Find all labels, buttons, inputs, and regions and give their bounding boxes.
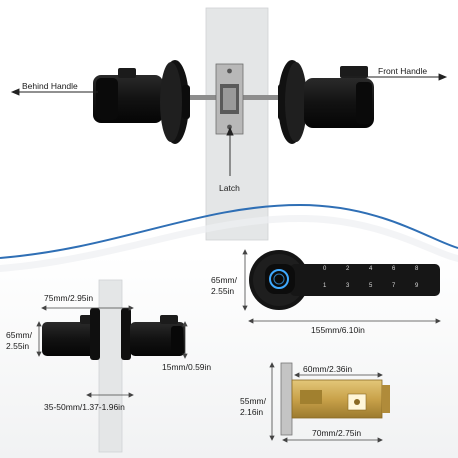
side-view-door: [98, 279, 123, 453]
keypad-key: 3: [346, 283, 350, 289]
behind-handle-label: Behind Handle: [22, 81, 78, 91]
side-view-dimension-lines: [36, 305, 188, 398]
front-handle: [278, 60, 374, 144]
latch-height-label-line1: 55mm/: [240, 396, 266, 406]
fingerprint-sensor-icon: [269, 269, 289, 289]
door-thickness-label: 35-50mm/1.37-1.96in: [44, 402, 125, 412]
side-length-label: 75mm/2.95in: [44, 293, 94, 303]
front-length-label: 155mm/6.10in: [311, 325, 365, 335]
latch-length-label: 70mm/2.75in: [312, 428, 362, 438]
front-handle-label: Front Handle: [378, 66, 428, 76]
side-view-handles: [42, 308, 185, 360]
front-height-label-line2: 2.55in: [211, 286, 235, 296]
side-height-label-line2: 2.55in: [6, 341, 30, 351]
keypad-key: 9: [415, 283, 419, 289]
latch-mechanism: [280, 362, 390, 436]
latch-plate: [215, 63, 244, 135]
behind-handle: [93, 60, 190, 144]
front-view-dimension-lines: [242, 249, 441, 324]
keypad-key: 4: [369, 266, 373, 272]
keypad-key: 8: [415, 266, 419, 272]
latch-label: Latch: [219, 183, 240, 193]
keypad-key: 7: [392, 283, 396, 289]
front-height-label-line1: 65mm/: [211, 275, 237, 285]
front-view-handle: [249, 250, 440, 310]
latch-backset-label: 60mm/2.36in: [303, 364, 353, 374]
keypad-key: 2: [346, 266, 350, 272]
side-height-label-line1: 65mm/: [6, 330, 32, 340]
keypad-key: 0: [323, 266, 327, 272]
latch-dimension-lines: [269, 362, 383, 443]
keypad-key: 1: [323, 283, 327, 289]
keypad-key: 6: [392, 266, 396, 272]
rose-depth-label: 15mm/0.59in: [162, 362, 212, 372]
latch-height-label-line2: 2.16in: [240, 407, 264, 417]
divider-curve: [0, 203, 458, 259]
keypad-key: 5: [369, 283, 373, 289]
label-arrows: [10, 73, 448, 176]
